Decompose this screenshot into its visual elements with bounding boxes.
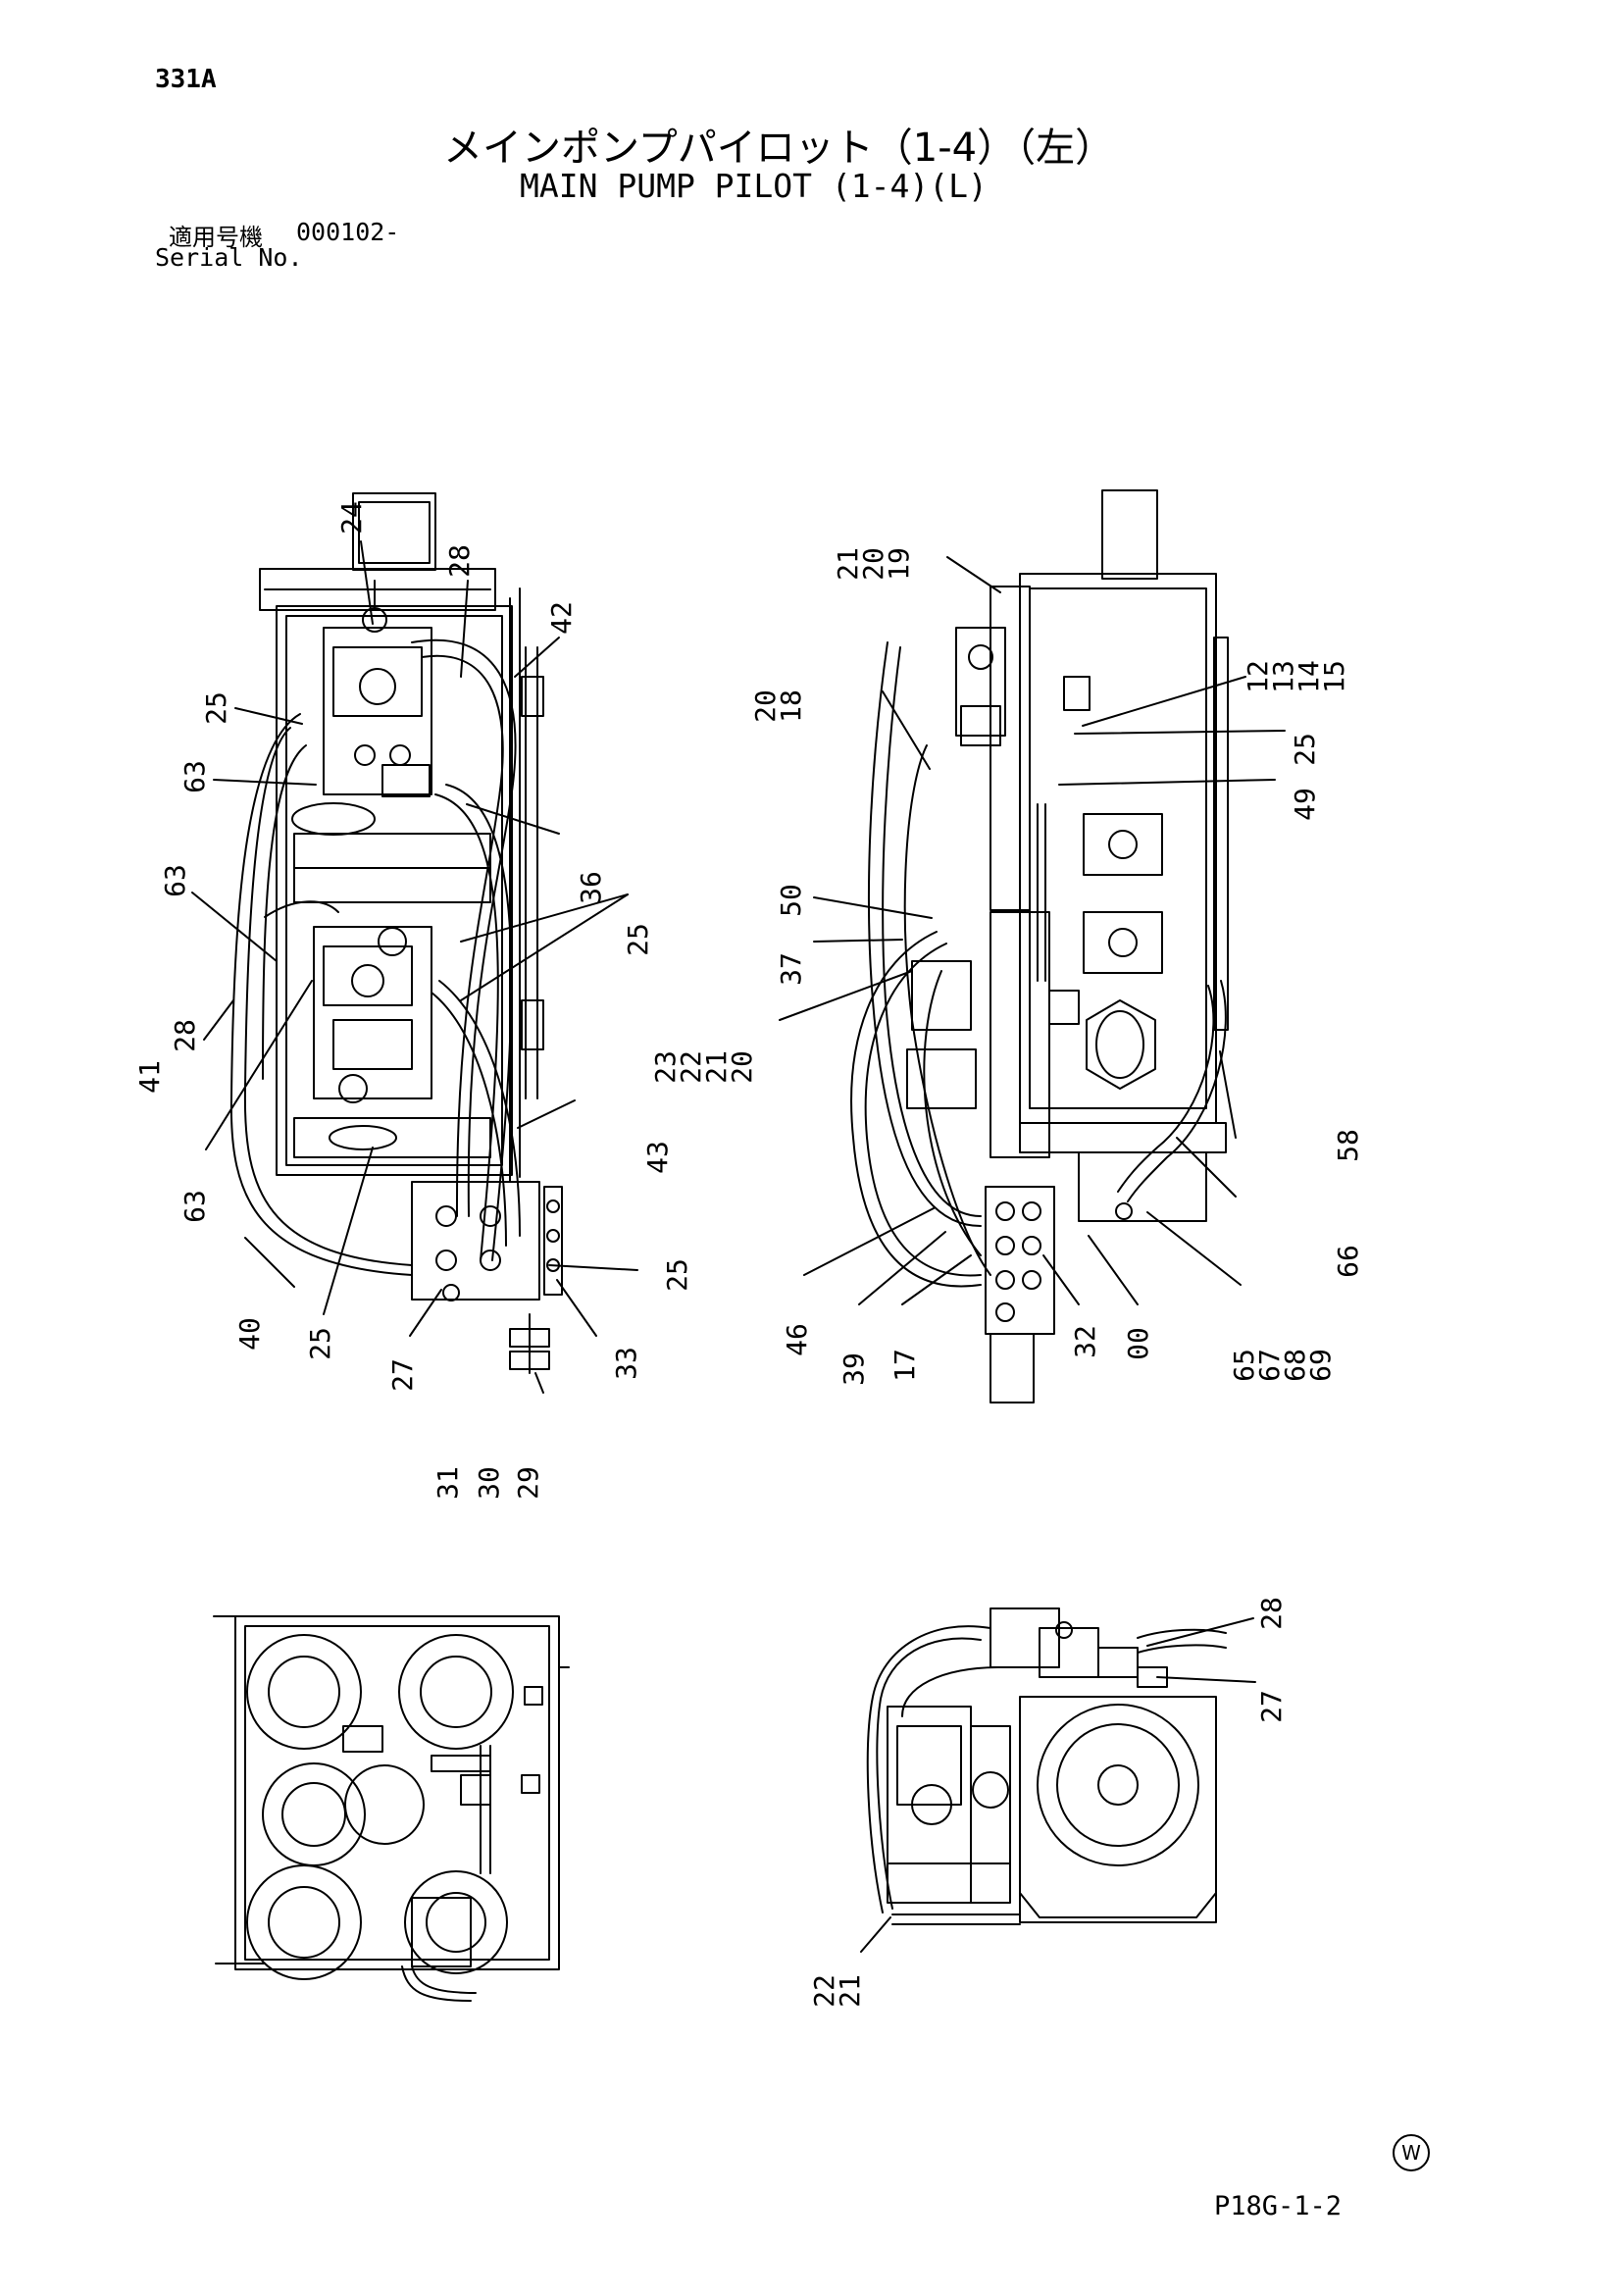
callout-58: 58 xyxy=(1332,1129,1364,1162)
callout-25: 25 xyxy=(304,1327,336,1360)
callout-25: 25 xyxy=(661,1258,693,1292)
drawing-reference: P18G-1-2 xyxy=(1214,2191,1343,2221)
callout-22: 22 xyxy=(675,1050,707,1084)
callout-30: 30 xyxy=(473,1466,505,1500)
callout-17: 17 xyxy=(888,1349,921,1382)
callout-15: 15 xyxy=(1318,660,1350,693)
callout-24: 24 xyxy=(335,501,368,535)
callout-23: 23 xyxy=(649,1050,682,1084)
serial-label-japanese: 適用号機 xyxy=(169,224,263,251)
callout-63: 63 xyxy=(178,1190,211,1223)
callout-27: 27 xyxy=(1255,1690,1288,1723)
callout-33: 33 xyxy=(610,1347,642,1380)
callout-49: 49 xyxy=(1289,788,1321,821)
callout-69: 69 xyxy=(1304,1349,1337,1382)
callout-22: 22 xyxy=(808,1974,840,2008)
callout-20: 20 xyxy=(726,1050,758,1084)
callout-28: 28 xyxy=(1255,1597,1288,1630)
callout-68: 68 xyxy=(1279,1349,1311,1382)
callout-21: 21 xyxy=(832,547,864,581)
side-view xyxy=(779,489,1286,1403)
callout-20: 20 xyxy=(749,689,782,723)
serial-number: 000102- xyxy=(296,218,400,246)
callout-12: 12 xyxy=(1242,660,1274,693)
callout-27: 27 xyxy=(386,1358,419,1392)
callout-36: 36 xyxy=(575,871,607,904)
callout-67: 67 xyxy=(1253,1349,1286,1382)
callout-63: 63 xyxy=(178,760,211,793)
callout-41: 41 xyxy=(133,1060,166,1094)
callout-00: 00 xyxy=(1122,1327,1154,1360)
callout-43: 43 xyxy=(641,1141,674,1174)
callout-37: 37 xyxy=(775,952,807,986)
callout-28: 28 xyxy=(169,1019,201,1052)
top-view xyxy=(191,492,638,1394)
callout-25: 25 xyxy=(200,691,232,725)
front-view-right xyxy=(860,1607,1256,1953)
callout-50: 50 xyxy=(775,884,807,917)
callout-65: 65 xyxy=(1228,1349,1260,1382)
callout-21: 21 xyxy=(700,1050,733,1084)
page-id: 331A xyxy=(155,65,217,94)
callout-25: 25 xyxy=(622,923,654,956)
callout-19: 19 xyxy=(883,547,915,581)
callout-32: 32 xyxy=(1069,1325,1101,1358)
title-japanese: メインポンプパイロット（1-4）（左） xyxy=(443,126,1115,171)
callout-46: 46 xyxy=(781,1323,813,1356)
callout-25: 25 xyxy=(1289,733,1321,766)
callout-66: 66 xyxy=(1332,1245,1364,1278)
callout-40: 40 xyxy=(233,1317,266,1351)
callout-28: 28 xyxy=(443,544,476,578)
callout-31: 31 xyxy=(431,1466,464,1500)
serial-label-english: Serial No. xyxy=(155,243,303,272)
title-english: MAIN PUMP PILOT (1-4)(L) xyxy=(520,167,988,205)
callout-39: 39 xyxy=(837,1352,870,1386)
callout-20: 20 xyxy=(857,547,889,581)
callout-21: 21 xyxy=(834,1974,866,2008)
callout-42: 42 xyxy=(545,601,578,635)
callout-63: 63 xyxy=(159,864,191,897)
front-view-left xyxy=(213,1615,570,2002)
watermark-symbol: W xyxy=(1393,2134,1430,2171)
callout-13: 13 xyxy=(1267,660,1299,693)
callout-29: 29 xyxy=(512,1466,544,1500)
callout-18: 18 xyxy=(775,689,807,723)
callout-14: 14 xyxy=(1293,660,1325,693)
